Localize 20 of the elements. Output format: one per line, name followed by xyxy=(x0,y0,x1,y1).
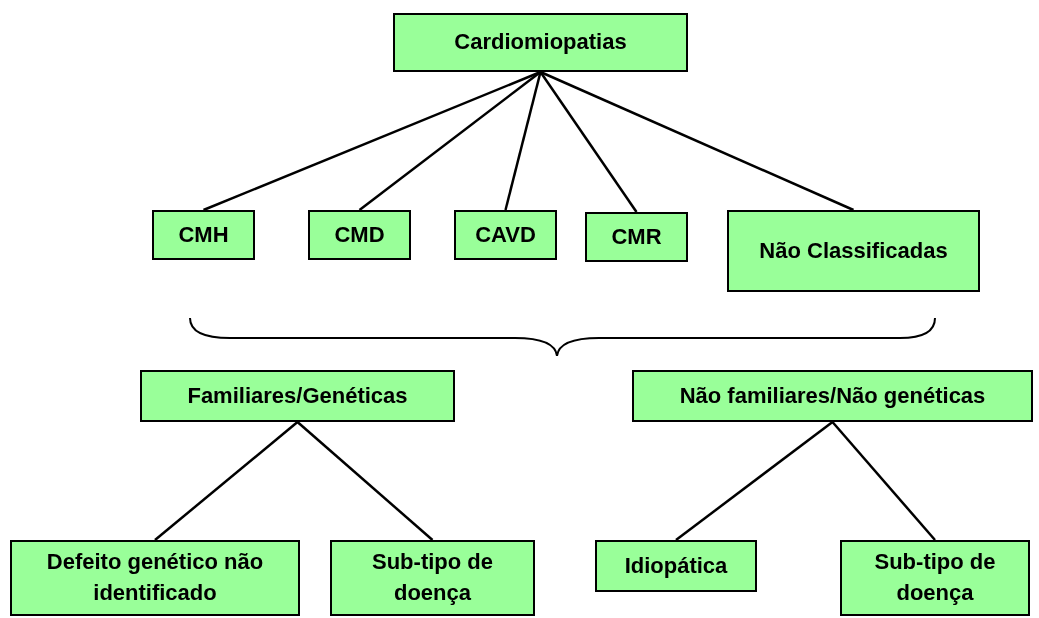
category-box: Familiares/Genéticas xyxy=(140,370,455,422)
category-box: CMD xyxy=(308,210,411,260)
connector-line xyxy=(675,421,834,541)
category-box: Sub-tipo de doença xyxy=(330,540,535,616)
category-box: Cardiomiopatias xyxy=(393,13,688,72)
connector-line xyxy=(504,71,542,211)
category-box: CMH xyxy=(152,210,255,260)
connector-line xyxy=(540,70,854,212)
connector-line xyxy=(358,71,542,211)
category-box: Idiopática xyxy=(595,540,757,592)
connector-line xyxy=(296,421,434,541)
category-box: Não Classificadas xyxy=(727,210,980,292)
connector-line xyxy=(154,421,299,541)
connector-line xyxy=(831,421,936,541)
category-box: CAVD xyxy=(454,210,557,260)
category-box: CMR xyxy=(585,212,688,262)
category-box: Não familiares/Não genéticas xyxy=(632,370,1033,422)
connector-line xyxy=(539,71,638,213)
category-box: Sub-tipo de doença xyxy=(840,540,1030,616)
category-box: Defeito genético não identificado xyxy=(10,540,300,616)
